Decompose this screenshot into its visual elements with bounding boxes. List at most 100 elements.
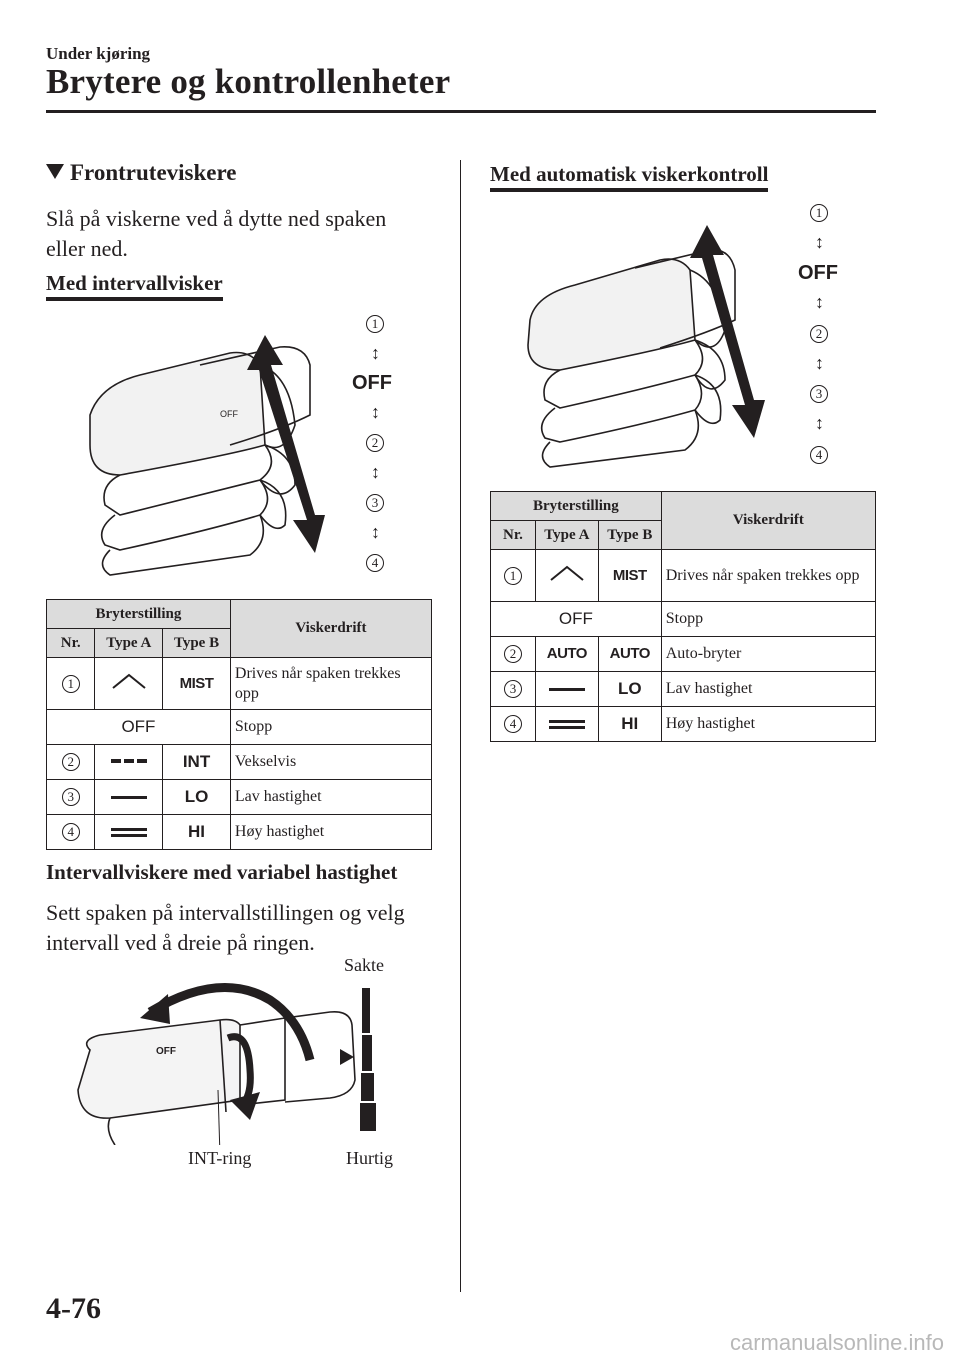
paragraph-line-2: intervall ved å dreie på ringen. — [46, 930, 315, 955]
subheading-variable-speed: Intervallviskere med variabel hastighet — [46, 860, 398, 884]
up-down-arrow-icon: ↕ — [815, 292, 824, 312]
up-down-arrow-icon: ↕ — [371, 522, 380, 542]
paragraph-line-1: Sett spaken på intervallstillingen og ve… — [46, 900, 405, 925]
wiper-position-table-left: Bryterstilling Viskerdrift Nr. Type A Ty… — [45, 599, 433, 850]
position-number: 2 — [61, 753, 80, 771]
position-marker-2: 2 — [810, 325, 828, 343]
fast-label: Hurtig — [346, 1148, 393, 1168]
intermittent-dashes-icon — [110, 759, 147, 763]
type-a-symbol: AUTO — [546, 645, 588, 662]
operation-text: Drives når spaken trekkes opp — [660, 549, 877, 602]
high-speed-bars-icon — [110, 825, 147, 840]
type-b-symbol: MIST — [612, 566, 647, 584]
position-number: 1 — [61, 674, 80, 693]
operation-text: Auto-bryter — [660, 636, 877, 672]
operation-text: Høy hastighet — [660, 706, 877, 742]
table-row: 2 AUTO AUTO Auto-bryter — [490, 636, 877, 672]
subheading-intermittent: Med intervallvisker — [46, 271, 223, 301]
type-b-symbol: LO — [617, 679, 642, 698]
svg-text:OFF: OFF — [156, 1046, 176, 1057]
type-b-symbol: HI — [621, 714, 639, 733]
up-down-arrow-icon: ↕ — [815, 353, 824, 373]
slow-label: Sakte — [344, 955, 384, 975]
table-row: OFF Stopp — [490, 601, 877, 637]
mist-caret-icon — [550, 565, 584, 581]
up-down-arrow-icon: ↕ — [371, 343, 380, 363]
position-number: 4 — [61, 823, 80, 841]
mist-caret-icon — [112, 673, 146, 689]
wiper-lever-diagram-1: OFF — [89, 335, 325, 576]
table-head-type-a: Type A — [94, 628, 164, 658]
table-row: 3 LO Lav hastighet — [45, 779, 433, 815]
section-heading: Frontruteviskere — [46, 160, 237, 186]
operation-text: Høy hastighet — [229, 814, 433, 850]
table-head-nr: Nr. — [45, 628, 96, 658]
table-row: 1 MIST Drives når spaken trekkes opp — [45, 657, 433, 710]
type-b-symbol: AUTO — [609, 645, 651, 662]
table-row: 4 HI Høy hastighet — [490, 706, 877, 742]
int-ring-diagram: OFF — [77, 983, 356, 1145]
operation-text: Lav hastighet — [229, 779, 433, 815]
up-down-arrow-icon: ↕ — [371, 462, 380, 482]
type-b-symbol: INT — [182, 752, 211, 771]
up-down-arrow-icon: ↕ — [371, 402, 380, 422]
table-head-type-a: Type A — [534, 520, 599, 550]
operation-text: Stopp — [660, 601, 877, 637]
type-b-symbol: HI — [188, 822, 206, 841]
high-speed-bars-icon — [548, 717, 585, 732]
section-label: Under kjøring — [46, 44, 151, 63]
position-marker-1: 1 — [810, 204, 828, 222]
watermark: carmanualsonline.info — [729, 1330, 944, 1355]
table-row: 1 MIST Drives når spaken trekkes opp — [490, 549, 877, 602]
speed-scale — [340, 988, 376, 1131]
subheading-auto-wiper: Med automatisk viskerkontroll — [490, 162, 769, 192]
table-row: 3 LO Lav hastighet — [490, 671, 877, 707]
section-heading-text: Frontruteviskere — [70, 160, 237, 185]
intro-line-2: eller ned. — [46, 236, 128, 261]
off-symbol: OFF — [121, 717, 156, 736]
int-ring-label: INT-ring — [188, 1148, 252, 1168]
operation-text: Stopp — [229, 709, 433, 745]
svg-text:OFF: OFF — [220, 409, 238, 419]
heading-rule — [46, 110, 876, 113]
position-marker-3: 3 — [810, 385, 828, 403]
position-number: 1 — [503, 566, 522, 585]
position-marker-2: 2 — [366, 434, 384, 452]
column-divider — [460, 160, 461, 1292]
table-head-position: Bryterstilling — [46, 599, 231, 629]
triangle-marker-icon — [46, 164, 64, 179]
position-marker-4: 4 — [366, 554, 384, 572]
table-row: OFF Stopp — [46, 709, 433, 745]
wiper-lever-diagram-2 — [527, 225, 765, 468]
up-down-arrow-icon: ↕ — [815, 413, 824, 433]
table-head-position: Bryterstilling — [490, 491, 662, 521]
type-b-symbol: LO — [184, 787, 209, 806]
position-marker-4: 4 — [810, 446, 828, 464]
low-speed-bar-icon — [110, 793, 147, 802]
operation-text: Lav hastighet — [660, 671, 877, 707]
position-number: 3 — [61, 788, 80, 806]
table-head-operation: Viskerdrift — [660, 491, 877, 550]
position-marker-1: 1 — [366, 315, 384, 333]
operation-text: Vekselvis — [229, 744, 433, 780]
table-head-nr: Nr. — [490, 520, 536, 550]
position-off-label: OFF — [798, 262, 838, 284]
table-head-type-b: Type B — [597, 520, 662, 550]
table-head-operation: Viskerdrift — [229, 599, 433, 658]
intro-line-1: Slå på viskerne ved å dytte ned spaken — [46, 206, 387, 231]
position-marker-3: 3 — [366, 494, 384, 512]
table-head-type-b: Type B — [162, 628, 231, 658]
up-down-arrow-icon: ↕ — [815, 232, 824, 252]
wiper-position-table-right: Bryterstilling Viskerdrift Nr. Type A Ty… — [490, 491, 877, 742]
position-number: 3 — [503, 680, 522, 698]
position-number: 2 — [503, 645, 522, 663]
page-number: 4-76 — [46, 1292, 101, 1325]
low-speed-bar-icon — [548, 685, 585, 694]
operation-text: Drives når spaken trekkes opp — [229, 657, 433, 710]
position-off-label: OFF — [352, 372, 392, 394]
type-b-symbol: MIST — [179, 674, 214, 692]
table-row: 2 INT Vekselvis — [45, 744, 433, 780]
table-row: 4 HI Høy hastighet — [45, 814, 433, 850]
off-symbol: OFF — [558, 609, 593, 628]
position-number: 4 — [503, 715, 522, 733]
